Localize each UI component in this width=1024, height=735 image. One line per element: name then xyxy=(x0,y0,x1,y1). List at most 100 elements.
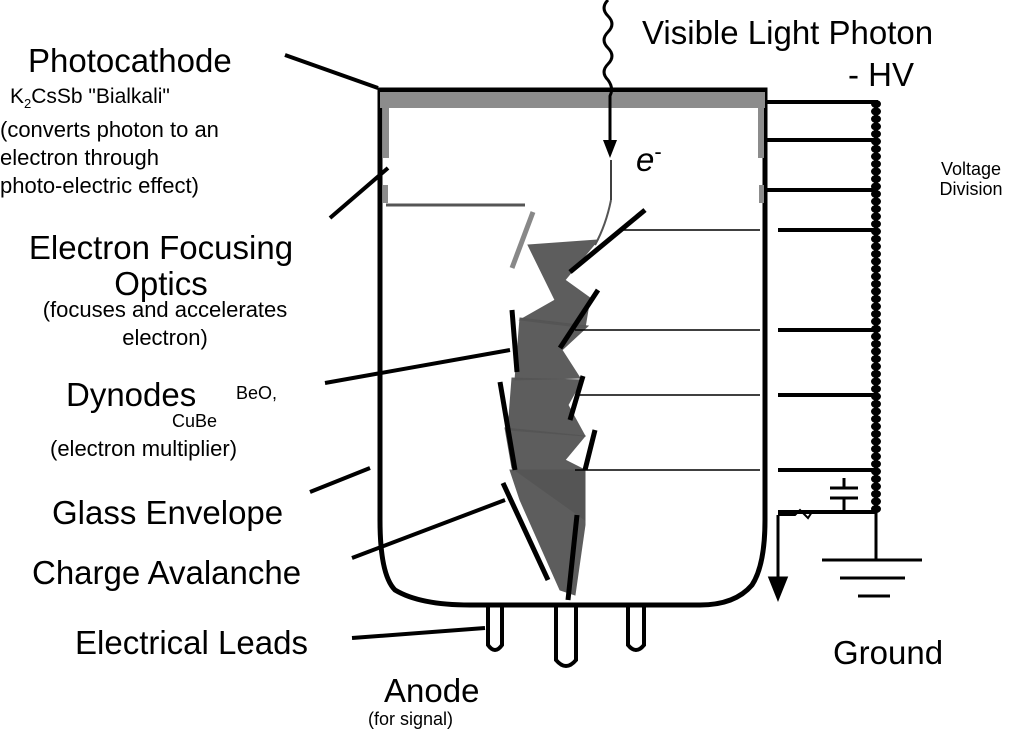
voltage-division-label: Voltage Division xyxy=(918,160,1024,198)
focusing-description: (focuses and accelerates electron) xyxy=(0,296,330,352)
capacitor xyxy=(830,478,858,512)
leader-lines xyxy=(284,53,511,640)
resistor-bead xyxy=(871,347,881,356)
photocathode-formula: K2CsSb "Bialkali" xyxy=(10,85,170,110)
photocathode-title: Photocathode xyxy=(28,42,232,79)
resistor-bead xyxy=(871,160,881,168)
electron-label: e- xyxy=(636,141,662,178)
photon-wave xyxy=(602,0,614,150)
resistor-bead xyxy=(871,145,881,153)
resistor-bead xyxy=(871,257,881,266)
divider-taps xyxy=(765,100,876,514)
resistor-bead xyxy=(871,370,881,378)
resistor-bead xyxy=(871,280,881,288)
resistor-bead xyxy=(871,190,881,198)
photon-arrowhead xyxy=(603,140,617,158)
resistor-bead xyxy=(871,452,881,461)
focusing-desc-2: electron) xyxy=(122,325,208,350)
resistor-bead xyxy=(871,107,881,116)
glass-envelope-label: Glass Envelope xyxy=(52,494,284,531)
resistor-bead xyxy=(871,392,881,401)
focus-electrode-right-stub xyxy=(759,185,764,203)
ground-symbol xyxy=(822,512,922,598)
photocathode-desc-3: photo-electric effect) xyxy=(0,173,199,198)
resistor-bead xyxy=(871,407,881,416)
resistor-chain xyxy=(871,100,881,513)
ground-label: Ground xyxy=(833,634,944,671)
resistor-bead xyxy=(871,400,881,408)
charge-avalanche-label: Charge Avalanche xyxy=(32,554,302,591)
resistor-bead xyxy=(871,332,881,341)
resistor-bead xyxy=(871,490,881,498)
voltage-division-line-1: Voltage xyxy=(940,159,1002,179)
hv-label: - HV xyxy=(848,56,914,93)
photocathode-side-left xyxy=(383,108,389,158)
resistor-bead xyxy=(871,287,881,296)
dynode-plates xyxy=(497,208,647,601)
resistor-bead xyxy=(871,250,881,258)
resistor-bead xyxy=(871,430,881,438)
formula-k: K xyxy=(10,85,25,108)
resistor-bead xyxy=(871,310,881,318)
resistor-bead xyxy=(871,295,881,303)
resistor-bead xyxy=(871,100,881,108)
resistor-bead xyxy=(871,325,881,333)
dynodes-material-1: BeO, xyxy=(236,383,278,403)
photocathode-description: (converts photon to an electron through … xyxy=(0,116,219,200)
anode-signal-arrow xyxy=(767,508,813,603)
resistor-bead xyxy=(871,197,881,206)
dynodes-title: Dynodes xyxy=(66,376,197,413)
resistor-bead xyxy=(871,482,881,491)
anode-description: (for signal) xyxy=(368,709,454,729)
resistor-bead xyxy=(871,317,881,326)
resistor-bead xyxy=(871,415,881,423)
resistor-bead xyxy=(871,130,881,138)
dynodes-description: (electron multiplier) xyxy=(50,436,238,461)
resistor-bead xyxy=(871,115,881,123)
resistor-bead xyxy=(871,362,881,371)
electrical-leads xyxy=(486,605,646,668)
glass-envelope-outline xyxy=(377,87,768,608)
resistor-bead xyxy=(871,422,881,431)
resistor-bead xyxy=(871,175,881,183)
photocathode-layer xyxy=(380,92,765,108)
resistor-bead xyxy=(871,265,881,273)
resistor-bead xyxy=(871,355,881,363)
resistor-bead xyxy=(871,122,881,131)
resistor-bead xyxy=(871,445,881,453)
resistor-bead xyxy=(871,377,881,386)
resistor-bead xyxy=(871,475,881,483)
resistor-bead xyxy=(871,182,881,191)
resistor-bead xyxy=(871,497,881,506)
focusing-desc-1: (focuses and accelerates xyxy=(42,297,288,322)
resistor-bead xyxy=(871,242,881,251)
resistor-bead xyxy=(871,467,881,476)
dynodes-material-2: CuBe xyxy=(172,411,218,431)
resistor-bead xyxy=(871,152,881,161)
resistor-bead xyxy=(871,340,881,348)
photocathode-desc-1: (converts photon to an xyxy=(0,117,219,142)
focus-electrode-left-stub xyxy=(383,185,388,203)
electrical-leads-label: Electrical Leads xyxy=(75,624,308,661)
resistor-bead xyxy=(871,227,881,236)
focusing-title-2: Optics xyxy=(114,265,208,302)
photocathode-desc-2: electron through xyxy=(0,145,159,170)
resistor-bead xyxy=(871,235,881,243)
resistor-bead xyxy=(871,205,881,213)
charge-avalanche xyxy=(504,239,600,596)
dynode-connections xyxy=(575,229,760,471)
electron-symbol: e xyxy=(636,141,655,178)
resistor-bead xyxy=(871,385,881,393)
resistor-bead xyxy=(871,137,881,146)
resistor-bead xyxy=(871,460,881,468)
resistor-bead xyxy=(871,505,881,513)
resistor-bead xyxy=(871,167,881,176)
anode-title: Anode xyxy=(384,672,480,709)
formula-rest: CsSb "Bialkali" xyxy=(31,85,170,108)
voltage-division-line-2: Division xyxy=(939,179,1003,199)
photon-label: Visible Light Photon xyxy=(642,14,934,51)
resistor-bead xyxy=(871,437,881,446)
resistor-bead xyxy=(871,302,881,311)
focusing-title: Electron Focusing Optics xyxy=(6,230,316,302)
